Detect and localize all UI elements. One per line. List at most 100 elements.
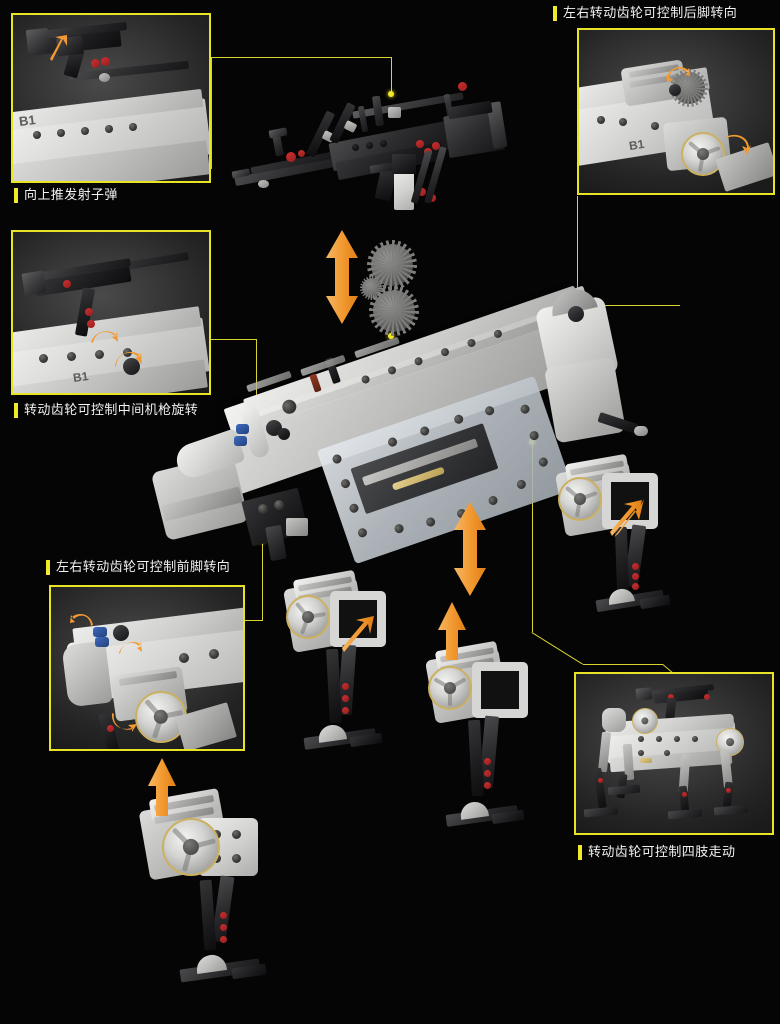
wheel-spoke — [574, 498, 582, 518]
leader-line-walking-h — [583, 664, 663, 665]
panel5-leg-red-pin — [598, 778, 603, 783]
leg-pin-red — [220, 912, 227, 919]
gun-receiver-hole-3 — [380, 140, 387, 147]
panel4-nose — [61, 640, 113, 708]
panel4-hole — [209, 649, 219, 659]
main-gun-assembly — [231, 60, 532, 215]
lower-leg-beam — [468, 719, 484, 797]
leader-line-rear-steer-h2 — [565, 305, 680, 306]
gun-muzzle-tip — [258, 180, 269, 188]
arrow-up-down-torso-right — [454, 502, 486, 596]
leg-pin-red — [220, 924, 227, 931]
leader-line-turret-h — [211, 339, 256, 340]
gun-bipod-joint-b — [343, 120, 358, 133]
spine-hole — [439, 347, 451, 358]
leg-pin-red — [484, 758, 491, 765]
leader-line-walking-v — [532, 442, 533, 632]
leg-pin-red — [632, 573, 639, 580]
leg-pin-red — [342, 695, 349, 702]
hip-frame-square — [472, 662, 528, 718]
gun-magazine-dark — [392, 154, 416, 174]
panel1-b1-print: B1 — [18, 112, 37, 129]
wheel-spoke — [697, 153, 705, 173]
panel-gun-bolt[interactable]: B1 — [11, 13, 211, 183]
panel5-hole — [674, 736, 680, 742]
panel2-arrow-rotate-top — [666, 66, 690, 82]
caption-front-foot-steering: 左右转动齿轮可控制前脚转向 — [46, 560, 230, 575]
panel5-hole — [692, 736, 698, 742]
caption-middle-gun-rotation: 转动齿轮可控制中间机枪旋转 — [14, 403, 198, 418]
panel-gun-turret[interactable]: B1 — [11, 230, 211, 395]
gun-mag-pin-red — [418, 188, 426, 196]
panel5-red-pin — [704, 694, 710, 700]
panel5-hole — [638, 736, 644, 742]
arrow-detach-front-left — [342, 616, 374, 652]
caption-text: 左右转动齿轮可控制前脚转向 — [56, 560, 231, 575]
leg-pin-red — [632, 563, 639, 570]
arrow-detach-rear-left — [438, 602, 466, 660]
wheel-spoke — [144, 698, 163, 719]
panel4-arrow-rotate-mid — [119, 641, 142, 654]
panel3-b1-print: B1 — [72, 369, 90, 385]
panel-full-robot-dog[interactable] — [574, 672, 774, 835]
gun-front-pin-red-2 — [298, 150, 305, 157]
panel3-red-pin — [63, 280, 71, 288]
wheel-spoke — [294, 601, 310, 619]
technic-gear-8t-small — [360, 276, 384, 300]
spine-hole — [386, 365, 398, 376]
exploded-gear-group — [355, 238, 425, 338]
panel1-hole — [105, 125, 113, 133]
panel1-hole — [129, 123, 137, 131]
panel4-arrow-rotate-bottom — [111, 713, 137, 732]
panel2-hole — [651, 122, 659, 130]
panel2-hole — [597, 116, 605, 124]
arrow-detach-front-right — [148, 758, 176, 816]
panel5-hole — [656, 736, 662, 742]
panel3-red-pin — [87, 320, 95, 328]
gear-teeth-lower — [368, 285, 420, 337]
hip-frame-square — [330, 591, 386, 647]
hip-drive-wheel — [428, 666, 472, 710]
panel3-gun-stock — [21, 270, 47, 296]
panel2-b1-print: B1 — [627, 136, 646, 154]
leader-dot-gun-bolt — [388, 91, 394, 97]
caption-text: 向上推发射子弹 — [24, 188, 118, 203]
panel-rear-leg-steer[interactable]: B1 — [577, 28, 775, 195]
leader-line-front-steer-h — [245, 620, 263, 621]
panel5-hole — [664, 750, 670, 756]
panel4-arrow-rotate-top — [70, 613, 93, 626]
panel4-blue-pin — [93, 627, 107, 637]
gun-bolt-white-block — [388, 107, 401, 118]
panel4-blue-pin — [95, 637, 109, 647]
leader-line-gun-bolt-v — [211, 57, 212, 169]
wheel-spoke — [151, 716, 164, 739]
panel4-hole — [179, 653, 189, 663]
gun-receiver-hole-2 — [366, 142, 373, 149]
caption-four-limb-walking: 转动齿轮可控制四肢走动 — [578, 845, 735, 860]
panel5-head — [602, 708, 626, 732]
panel5-leg-red-pin — [682, 792, 687, 797]
wheel-spoke — [448, 688, 452, 707]
wheel-spoke — [171, 827, 193, 849]
lower-leg-beam — [326, 648, 342, 724]
panel1-hole — [81, 127, 89, 135]
panel1-red-pin — [101, 57, 110, 66]
caption-text: 左右转动齿轮可控制后脚转向 — [563, 6, 738, 21]
panel1-arrow-up — [50, 35, 67, 61]
robot-dog-torso — [150, 250, 670, 570]
panel2-arrow-rotate-wheel — [726, 134, 751, 155]
hip-frame-square — [602, 473, 658, 529]
panel1-red-pin — [91, 59, 100, 68]
hip-drive-wheel — [286, 595, 330, 639]
torso-front-hole — [258, 504, 268, 514]
leg-pin-red — [220, 936, 227, 943]
leader-line-rear-steer-v — [577, 196, 578, 306]
gun-grip-pin-red-3 — [432, 142, 440, 150]
spine-hole — [413, 356, 424, 367]
panel-front-leg-steer[interactable] — [49, 585, 245, 751]
leg-pin-red — [484, 782, 491, 789]
leg-module-front-left — [282, 565, 422, 805]
wheel-spoke — [181, 846, 194, 872]
torso-red-axle-pin — [309, 373, 322, 393]
